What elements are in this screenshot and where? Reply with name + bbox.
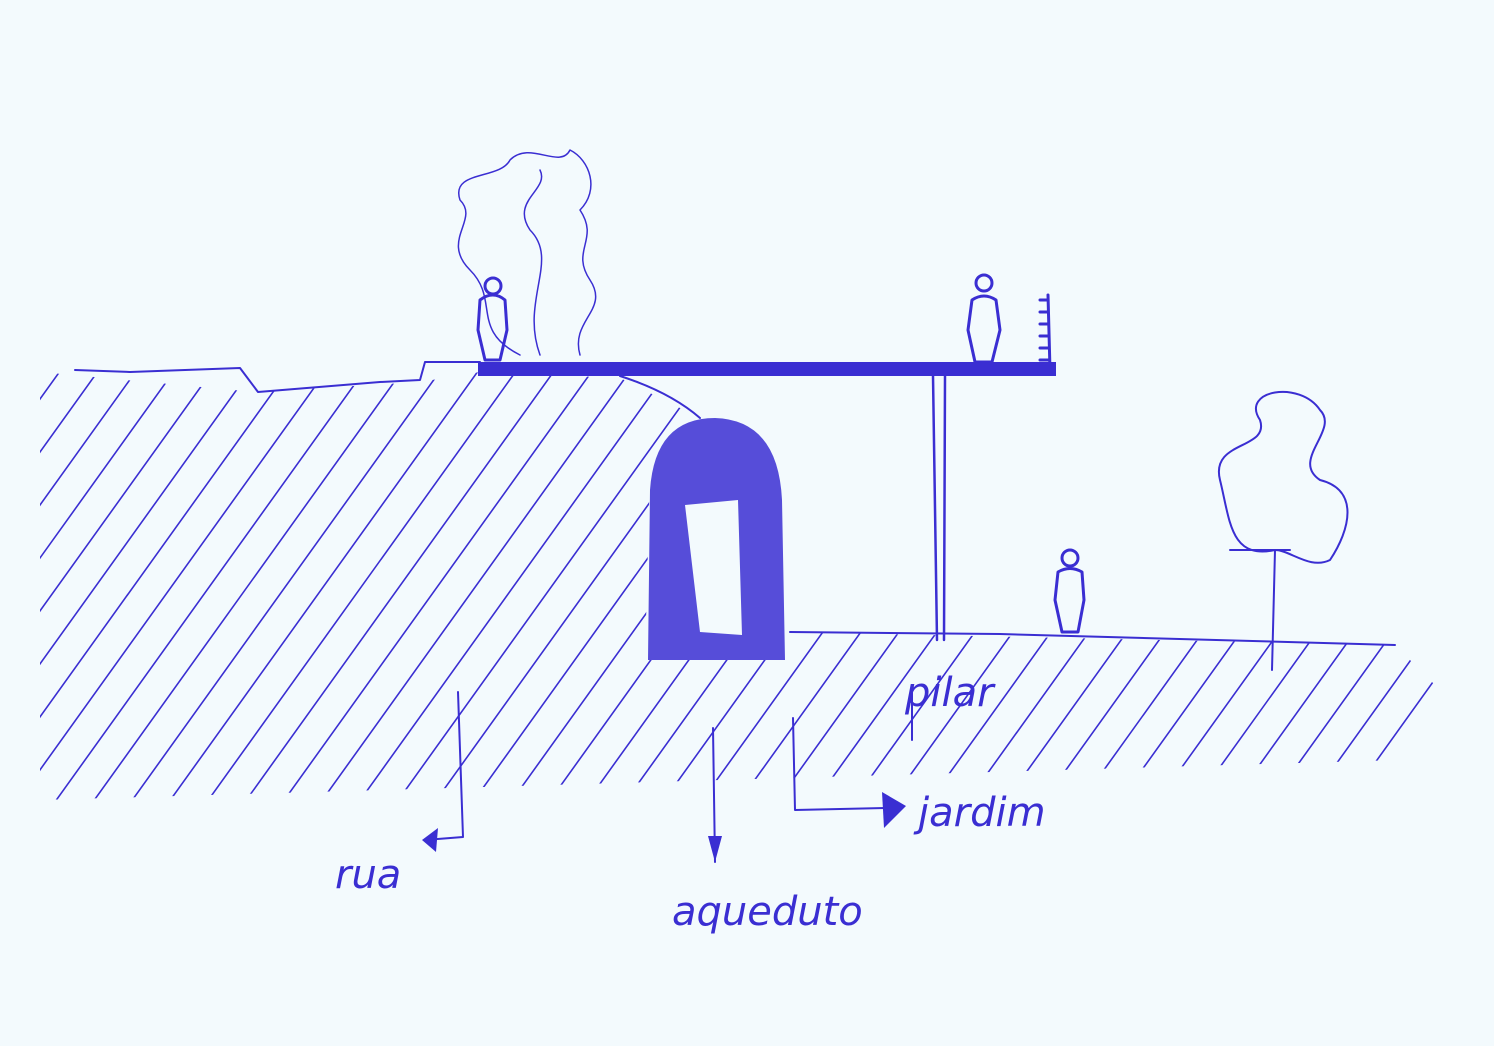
pillar	[931, 374, 947, 642]
hatch-stroke	[40, 372, 335, 800]
arrow-jardim	[792, 717, 886, 811]
ground-line-left	[74, 361, 481, 393]
hatch-stroke	[877, 372, 1209, 800]
hatch-stroke	[1295, 372, 1450, 800]
person-garden	[1053, 548, 1086, 634]
arrow-rua	[424, 691, 464, 841]
hatch-stroke	[40, 372, 107, 800]
hatch-stroke	[1257, 372, 1450, 800]
hatch-stroke	[269, 372, 601, 800]
hatch-stroke	[40, 372, 145, 800]
hatch-stroke	[1447, 372, 1450, 800]
hatch-stroke	[193, 372, 525, 800]
hatch-stroke	[1333, 372, 1450, 800]
hatch-stroke	[40, 372, 259, 800]
label-aqueduto: aqueduto	[672, 889, 863, 935]
hatch-stroke	[40, 372, 69, 800]
person-right	[966, 273, 1002, 364]
hatch-stroke	[915, 372, 1247, 800]
hatch-stroke	[0, 360, 30, 820]
hatch-stroke	[345, 372, 677, 800]
hatch-stroke	[1029, 372, 1361, 800]
hatch-stroke	[307, 372, 639, 800]
hatch-stroke	[1181, 372, 1450, 800]
tree-garden	[1217, 390, 1349, 671]
hatch-stroke	[155, 372, 487, 800]
hatch-stroke	[383, 372, 715, 800]
hatch-stroke	[79, 372, 411, 800]
hatch-stroke	[953, 372, 1285, 800]
hatch-stroke	[1486, 360, 1494, 820]
hatch-stroke	[117, 372, 449, 800]
arrowhead-rua	[422, 828, 438, 852]
tree-scribble-on-platform	[457, 149, 597, 356]
hatch-stroke	[991, 372, 1323, 800]
hatch-stroke	[839, 372, 1171, 800]
hatch-stroke	[1105, 372, 1437, 800]
railing	[1038, 293, 1052, 372]
arrowhead-jardim	[882, 792, 906, 828]
hatch-stroke	[763, 372, 1095, 800]
label-jardim: jardim	[913, 790, 1046, 836]
label-rua: rua	[335, 852, 401, 898]
hatch-stroke	[40, 372, 297, 800]
hatch-stroke	[231, 372, 563, 800]
aqueduct-arch	[648, 418, 785, 660]
hatch-stroke	[41, 372, 373, 800]
walkway-platform	[478, 362, 1056, 376]
ground-line-right	[789, 631, 1396, 646]
hatch-stroke	[40, 372, 183, 800]
label-pilar: pilar	[904, 670, 996, 716]
hatch-stroke	[1067, 372, 1399, 800]
hatch-stroke	[1371, 372, 1450, 800]
slope-line	[619, 375, 701, 419]
hatch-stroke	[40, 372, 221, 800]
hatch-stroke	[1143, 372, 1450, 800]
arrowhead-aqueduto	[708, 836, 722, 862]
hatch-stroke	[1409, 372, 1450, 800]
